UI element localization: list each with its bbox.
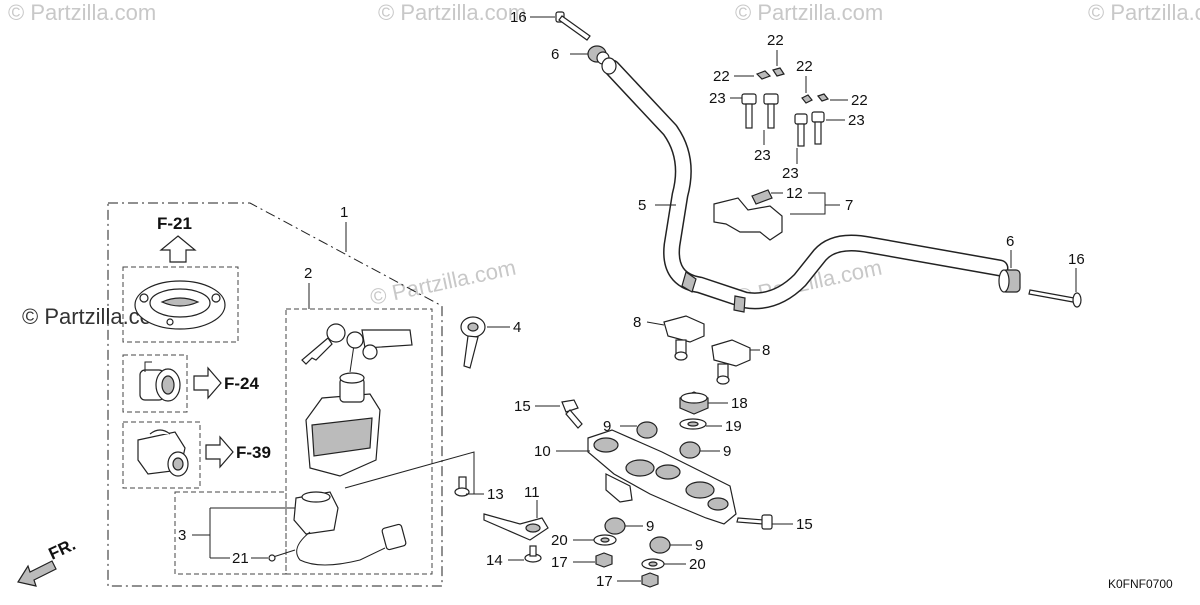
cushion-upper-left-icon: [636, 421, 658, 439]
helmet-lock-icon: [137, 429, 189, 477]
screw-14-icon: [524, 545, 542, 563]
seat-lock-icon: [139, 361, 181, 402]
callout-21[interactable]: 21: [232, 550, 249, 567]
switch-assembly-icon: [268, 491, 407, 566]
callout-10[interactable]: 10: [534, 443, 551, 460]
handlebar-weight-right-icon: [998, 269, 1021, 293]
callout-9-c[interactable]: 9: [646, 518, 654, 535]
handlebar-icon: [601, 57, 1009, 313]
callout-18[interactable]: 18: [731, 395, 748, 412]
callout-22-c[interactable]: 22: [796, 58, 813, 75]
watermark-top-left: © Partzilla.com: [8, 0, 156, 25]
cushion-upper-right-icon: [679, 441, 701, 459]
ref-right-arrow-icon: [193, 366, 222, 400]
screw-icon: [454, 476, 470, 497]
callout-20-right[interactable]: 20: [689, 556, 706, 573]
washer-lower-right-icon: [641, 558, 665, 570]
ref-f24[interactable]: F-24: [224, 374, 260, 393]
callout-23-c[interactable]: 23: [754, 147, 771, 164]
callout-8-left[interactable]: 8: [633, 314, 641, 331]
key-icon: [460, 316, 486, 369]
callout-3[interactable]: 3: [178, 527, 186, 544]
callout-16-right[interactable]: 16: [1068, 251, 1085, 268]
callout-6-right[interactable]: 6: [1006, 233, 1014, 250]
pinch-bolt-right-icon: [736, 514, 773, 530]
handlebar-end-bolt-right-icon: [1028, 289, 1082, 308]
callout-15-left[interactable]: 15: [514, 398, 531, 415]
handlebar-end-bolt-icon: [555, 11, 591, 41]
callout-14[interactable]: 14: [486, 552, 503, 569]
callout-22-b[interactable]: 22: [713, 68, 730, 85]
pinch-bolt-left-icon: [561, 399, 583, 429]
callout-12[interactable]: 12: [786, 185, 803, 202]
callout-15-right[interactable]: 15: [796, 516, 813, 533]
callout-22-d[interactable]: 22: [851, 92, 868, 109]
switch-frame: [174, 491, 287, 575]
callout-4[interactable]: 4: [513, 319, 521, 336]
ref-f21[interactable]: F-21: [157, 214, 192, 233]
seat-lock-frame: [122, 354, 188, 413]
callout-20-left[interactable]: 20: [551, 532, 568, 549]
nut-lower-left-icon: [595, 552, 613, 568]
callout-6-top[interactable]: 6: [551, 46, 559, 63]
callout-11[interactable]: 11: [524, 484, 540, 501]
callout-23-d[interactable]: 23: [782, 165, 799, 182]
callout-2[interactable]: 2: [304, 265, 312, 282]
helmet-lock-frame: [122, 421, 201, 489]
callout-23-b[interactable]: 23: [848, 112, 865, 129]
callout-9-b[interactable]: 9: [723, 443, 731, 460]
ignition-kit-frame: [285, 308, 433, 575]
callout-17-right[interactable]: 17: [596, 573, 613, 590]
callout-9-d[interactable]: 9: [695, 537, 703, 554]
callout-22-a[interactable]: 22: [767, 32, 784, 49]
washer-icon: [679, 418, 707, 430]
watermark-top-center: © Partzilla.com: [378, 0, 526, 25]
handlebar-upper-holder-icon: [713, 189, 783, 241]
steering-stem-nut-icon: [679, 391, 709, 415]
ref-up-arrow-icon: [159, 235, 197, 263]
fuel-cap-frame: [122, 266, 239, 343]
callout-23-a[interactable]: 23: [709, 90, 726, 107]
ref-f39[interactable]: F-39: [236, 443, 271, 462]
cushion-lower-right-icon: [649, 536, 671, 554]
callout-8-right[interactable]: 8: [762, 342, 770, 359]
nut-lower-right-icon: [641, 572, 659, 588]
watermark-top-far-right: © Partzilla.com: [1088, 0, 1200, 25]
watermark-middle: © Partzilla.com: [368, 255, 518, 310]
callout-1[interactable]: 1: [340, 204, 348, 221]
top-bridge-icon: [587, 429, 737, 525]
front-direction-arrow-icon: [17, 560, 57, 587]
front-arrow-label: FR.: [46, 535, 79, 564]
callout-19[interactable]: 19: [725, 418, 742, 435]
handlebar-lower-holder-left-icon: [663, 315, 705, 361]
holder-bolts-icon: [741, 67, 830, 147]
fuel-cap-icon: [134, 280, 226, 330]
ref-right-arrow-icon-2: [205, 435, 234, 469]
callout-9-a[interactable]: 9: [603, 418, 611, 435]
ignition-switch-icon: [301, 323, 413, 477]
washer-lower-left-icon: [593, 534, 617, 546]
callout-17-left[interactable]: 17: [551, 554, 568, 571]
harness-clamp-icon: [483, 513, 549, 541]
callout-5[interactable]: 5: [638, 197, 646, 214]
callout-13[interactable]: 13: [487, 486, 504, 503]
callout-16-top[interactable]: 16: [510, 9, 527, 26]
diagram-code: K0FNF0700: [1108, 577, 1173, 591]
cushion-lower-left-icon: [604, 517, 626, 535]
watermark-top-right: © Partzilla.com: [735, 0, 883, 25]
callout-7[interactable]: 7: [845, 197, 853, 214]
handlebar-lower-holder-right-icon: [711, 339, 751, 385]
